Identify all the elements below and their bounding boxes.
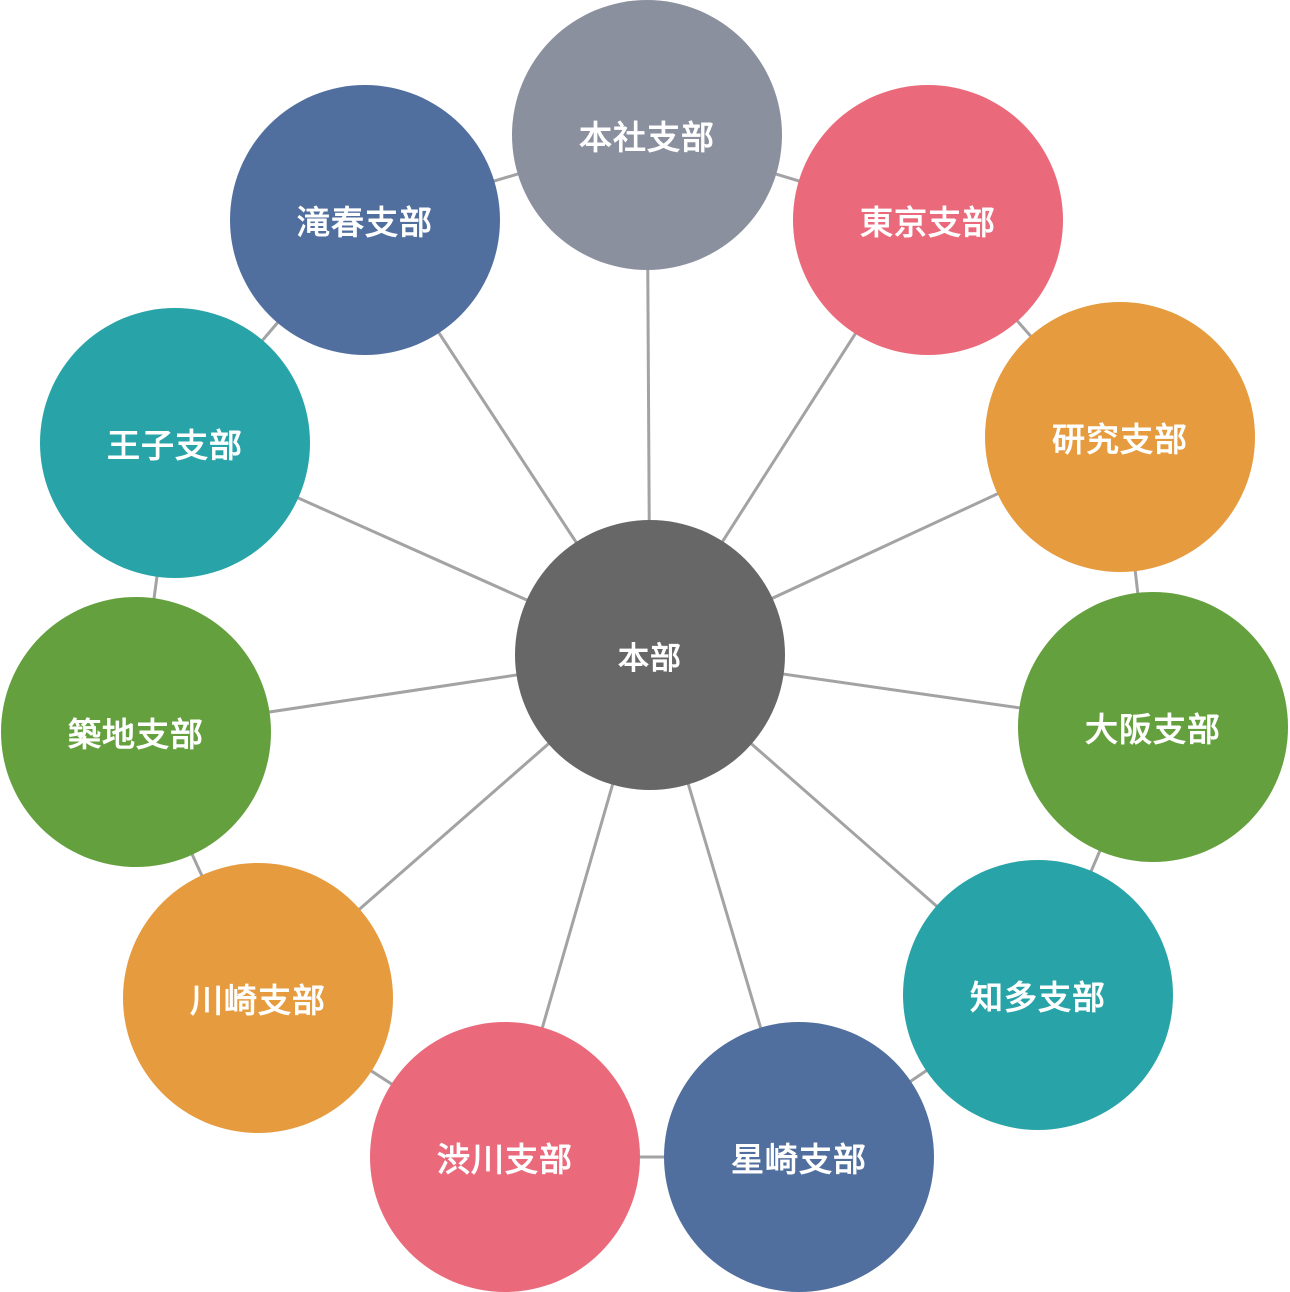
branch-node-chita: 知多支部 [903, 860, 1173, 1130]
branch-node-takiharu: 滝春支部 [230, 85, 500, 355]
branch-node-tsukiji: 築地支部 [1, 597, 271, 867]
branch-label: 知多支部 [970, 978, 1106, 1017]
branch-node-shibukawa: 渋川支部 [370, 1022, 640, 1292]
hub-node-honbu: 本部 [515, 520, 785, 790]
branch-node-oji: 王子支部 [40, 308, 310, 578]
branch-node-kenkyu: 研究支部 [985, 302, 1255, 572]
branch-label: 研究支部 [1052, 420, 1188, 459]
branch-node-kawasaki: 川崎支部 [123, 863, 393, 1133]
branch-label: 築地支部 [68, 715, 204, 754]
branch-label: 渋川支部 [437, 1140, 573, 1179]
branch-node-hoshizaki: 星崎支部 [664, 1022, 934, 1292]
branch-label: 王子支部 [107, 426, 243, 465]
branch-node-tokyo: 東京支部 [793, 85, 1063, 355]
branch-label: 星崎支部 [731, 1140, 867, 1179]
branch-node-honsha: 本社支部 [512, 0, 782, 270]
branch-label: 本社支部 [579, 118, 715, 157]
hub-label: 本部 [618, 640, 682, 677]
branch-label: 東京支部 [860, 203, 996, 242]
branch-label: 大阪支部 [1085, 710, 1221, 749]
branch-node-osaka: 大阪支部 [1018, 592, 1288, 862]
branch-label: 川崎支部 [190, 981, 326, 1020]
branch-label: 滝春支部 [297, 203, 433, 242]
